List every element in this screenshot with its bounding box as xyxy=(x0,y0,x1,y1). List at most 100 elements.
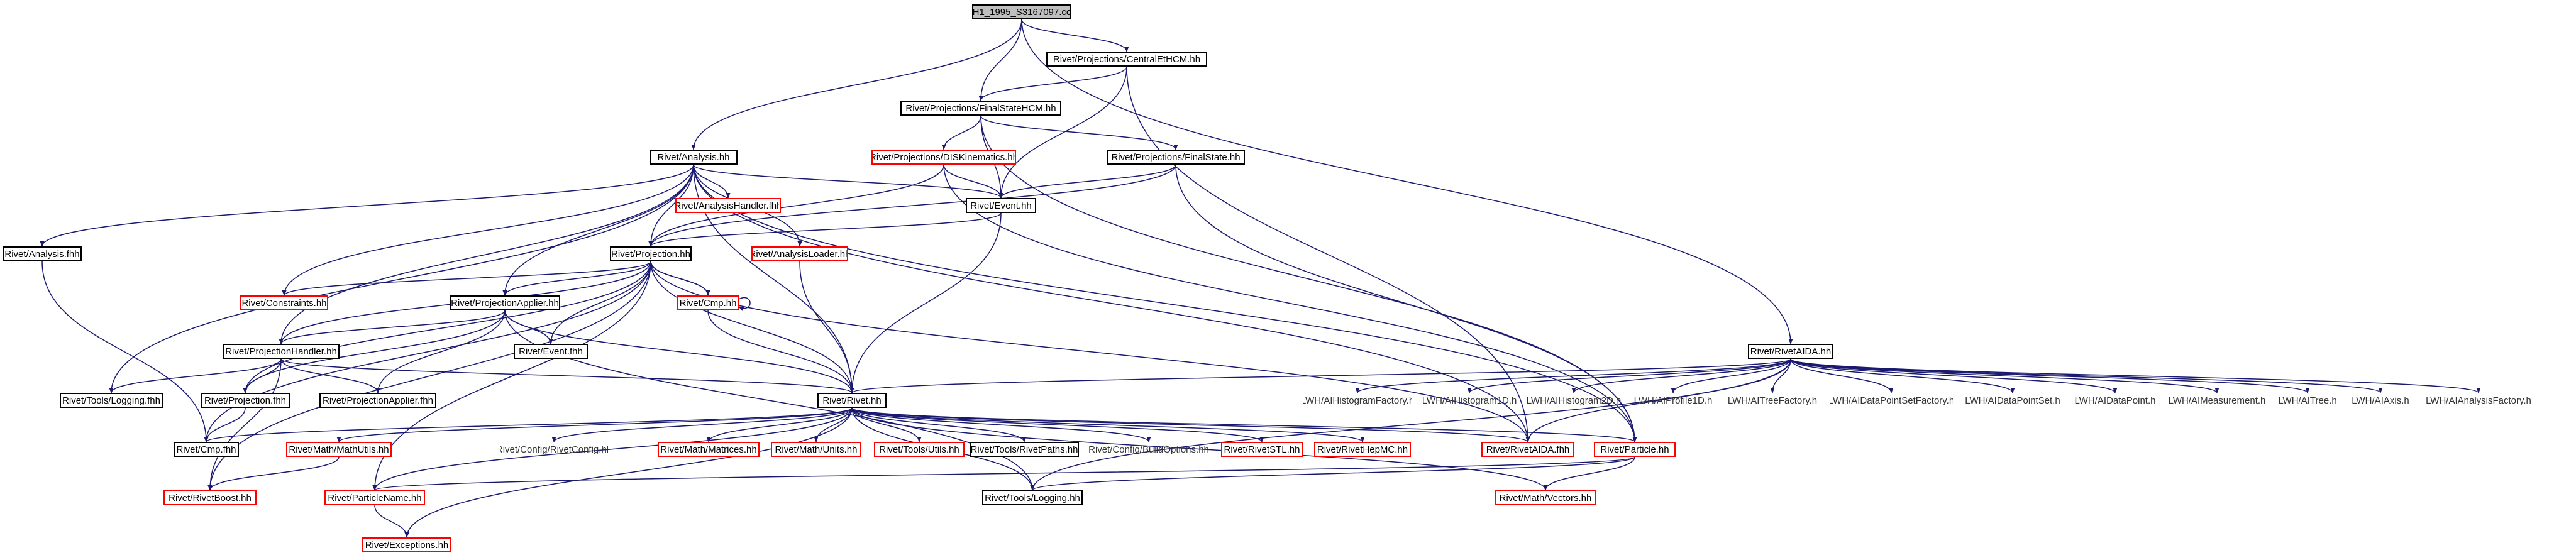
event-fhh-node[interactable]: Rivet/Event.fhh xyxy=(514,344,588,359)
tools-utils-node[interactable]: Rivet/Tools/Utils.hh xyxy=(874,442,965,457)
projection-handler-node[interactable]: Rivet/ProjectionHandler.hh xyxy=(223,344,340,359)
lwh-histogram-factory-node[interactable]: LWH/AIHistogramFactory.h xyxy=(1303,395,1412,406)
config-rivet-node[interactable]: Rivet/Config/RivetConfig.hh xyxy=(500,444,608,455)
final-state-hcm-node[interactable]: Rivet/Projections/FinalStateHCM.hh xyxy=(900,101,1061,116)
lwh-histogram1d-node[interactable]: LWH/AIHistogram1D.h xyxy=(1422,395,1517,406)
edge-rivet_hh-to-tools_paths xyxy=(851,407,1027,442)
dis-kinematics-node[interactable]: Rivet/Projections/DISKinematics.hh xyxy=(871,150,1016,165)
dependency-edges xyxy=(40,19,2481,538)
edge-rivet_aida_hh-to-rivet_hh xyxy=(849,358,1791,393)
edge-projection_handler-to-tools_logging_fhh xyxy=(109,358,282,393)
lwh-datapointset-node[interactable]: LWH/AIDataPointSet.h xyxy=(1965,395,2060,406)
projection-applier-fhh-node[interactable]: Rivet/ProjectionApplier.fhh xyxy=(319,393,436,408)
edge-analysis_hh-to-analysis_handler_fhh xyxy=(693,164,731,199)
root-source-file-node[interactable]: H1_1995_S3167097.cc xyxy=(972,4,1071,19)
edge-projection_hh-to-projection_fhh xyxy=(243,261,651,393)
edge-projection_handler-to-rivet_hh xyxy=(280,358,854,393)
lwh-datapoint-node[interactable]: LWH/AIDataPoint.h xyxy=(2074,395,2156,406)
tools-rivet-paths-node[interactable]: Rivet/Tools/RivetPaths.hh xyxy=(970,442,1079,457)
math-utils-node[interactable]: Rivet/Math/MathUtils.hh xyxy=(286,442,392,457)
edge-projection_handler-to-projection_applier_fhh xyxy=(280,358,380,393)
edge-rivet_hh-to-math_vectors xyxy=(851,407,1548,491)
edge-analysis_hh-to-rivet_aida_fhh xyxy=(693,164,1530,442)
edge-root-to-rivet_aida_hh xyxy=(1021,19,1793,344)
lwh-tree-factory-node[interactable]: LWH/AITreeFactory.h xyxy=(1727,395,1818,406)
edge-projection_hh-to-event_fhh xyxy=(548,261,651,344)
edge-analysis_hh-to-event_hh xyxy=(693,164,1003,199)
math-units-node[interactable]: Rivet/Math/Units.hh xyxy=(771,442,861,457)
edge-projection_applier_hh-to-projection_handler xyxy=(279,310,506,344)
rivet-boost-node[interactable]: Rivet/RivetBoost.hh xyxy=(163,490,257,505)
edge-dis_kinematics-to-event_hh xyxy=(943,164,1003,199)
edge-rivet_hh-to-cmp_fhh xyxy=(204,407,853,442)
edge-root-to-central_et_hcm xyxy=(1021,19,1129,52)
rivet-aida-fhh-node[interactable]: Rivet/RivetAIDA.fhh xyxy=(1481,442,1574,457)
constraints-node[interactable]: Rivet/Constraints.hh xyxy=(240,295,328,310)
tools-logging-fhh-node[interactable]: Rivet/Tools/Logging.fhh xyxy=(60,393,163,408)
lwh-measurement-node[interactable]: LWH/AIMeasurement.h xyxy=(2168,395,2266,406)
edge-final_state_hcm-to-dis_kinematics xyxy=(941,115,981,150)
tools-logging-hh-node[interactable]: Rivet/Tools/Logging.hh xyxy=(982,490,1083,505)
math-vectors-node[interactable]: Rivet/Math/Vectors.hh xyxy=(1495,490,1596,505)
analysis-hh-node[interactable]: Rivet/Analysis.hh xyxy=(650,150,738,165)
projection-hh-node[interactable]: Rivet/Projection.hh xyxy=(610,246,692,261)
lwh-datapointset-factory-node[interactable]: LWH/AIDataPointSetFactory.h xyxy=(1830,395,1953,406)
event-hh-node[interactable]: Rivet/Event.hh xyxy=(966,198,1036,213)
edge-rivet_aida_hh-to-lwh_axis xyxy=(1790,358,2383,393)
edge-analysis_hh-to-particle_hh xyxy=(693,164,1637,442)
edge-math_utils-to-rivet_boost xyxy=(207,456,340,491)
edge-root-to-final_state_hcm xyxy=(978,19,1022,101)
analysis-fhh-node[interactable]: Rivet/Analysis.fhh xyxy=(3,246,82,261)
lwh-analysis-factory-node[interactable]: LWH/AIAnalysisFactory.h xyxy=(2426,395,2531,406)
edge-projection_hh-to-projection_applier_hh xyxy=(502,261,651,296)
cmp-hh-node[interactable]: Rivet/Cmp.hh xyxy=(677,295,739,310)
edge-rivet_hh-to-math_utils xyxy=(336,407,853,442)
edge-rivet_hh-to-rivet_stl xyxy=(851,407,1264,442)
exceptions-node[interactable]: Rivet/Exceptions.hh xyxy=(362,537,451,552)
rivet-hh-node[interactable]: Rivet/Rivet.hh xyxy=(817,393,887,408)
analysis-loader-node[interactable]: Rivet/AnalysisLoader.hh xyxy=(751,246,848,261)
rivet-aida-hh-node[interactable]: Rivet/RivetAIDA.hh xyxy=(1748,344,1833,359)
edge-rivet_hh-to-exceptions xyxy=(404,407,853,538)
edge-rivet_aida_hh-to-lwh_tree xyxy=(1790,358,2310,393)
edge-rivet_aida_hh-to-lwh_tree_factory xyxy=(1770,358,1791,393)
edge-cmp_hh-to-rivet_hh xyxy=(707,310,854,393)
rivet-stl-node[interactable]: Rivet/RivetSTL.hh xyxy=(1221,442,1303,457)
projection-applier-hh-node[interactable]: Rivet/ProjectionApplier.hh xyxy=(450,295,560,310)
config-build-options-node[interactable]: Rivet/Config/BuildOptions.hh xyxy=(1089,444,1208,455)
lwh-profile1d-node[interactable]: LWH/AIProfile1D.h xyxy=(1633,395,1713,406)
central-et-hcm-node[interactable]: Rivet/Projections/CentralEtHCM.hh xyxy=(1046,52,1207,67)
edge-rivet_hh-to-particle_name xyxy=(372,407,853,491)
analysis-handler-fhh-node[interactable]: Rivet/AnalysisHandler.fhh xyxy=(675,198,781,213)
edge-final_state_hcm-to-final_state xyxy=(980,115,1178,150)
edge-rivet_hh-to-rivet_aida_fhh xyxy=(851,407,1530,442)
edge-rivet_aida_hh-to-lwh_histogram_factory xyxy=(1355,358,1791,393)
lwh-axis-node[interactable]: LWH/AIAxis.h xyxy=(2352,395,2409,406)
edge-central_et_hcm-to-final_state_hcm xyxy=(978,66,1127,101)
particle-name-node[interactable]: Rivet/ParticleName.hh xyxy=(324,490,425,505)
edge-event_hh-to-projection_hh xyxy=(648,212,1002,247)
edge-dis_kinematics-to-projection_hh xyxy=(648,164,944,247)
edge-projection_applier_hh-to-rivet_hh xyxy=(504,310,854,393)
math-matrices-node[interactable]: Rivet/Math/Matrices.hh xyxy=(658,442,760,457)
final-state-node[interactable]: Rivet/Projections/FinalState.hh xyxy=(1107,150,1245,165)
edge-analysis_hh-to-tools_logging_fhh xyxy=(109,164,694,393)
edge-projection_hh-to-rivet_hh xyxy=(650,261,854,393)
edge-rivet_aida_hh-to-lwh_dps xyxy=(1790,358,2015,393)
edge-cmp_hh-to-projection_hh xyxy=(648,261,709,296)
rivet-hepmc-node[interactable]: Rivet/RivetHepMC.hh xyxy=(1314,442,1411,457)
particle-hh-node[interactable]: Rivet/Particle.hh xyxy=(1594,442,1676,457)
edge-particle_name-to-exceptions xyxy=(374,505,409,538)
projection-fhh-node[interactable]: Rivet/Projection.fhh xyxy=(201,393,290,408)
cmp-fhh-node[interactable]: Rivet/Cmp.fhh xyxy=(174,442,239,457)
edge-projection_handler-to-projection_fhh xyxy=(243,358,282,393)
lwh-tree-node[interactable]: LWH/AITree.h xyxy=(2278,395,2337,406)
edge-event_hh-to-rivet_hh xyxy=(849,212,1002,393)
edge-particle_hh-to-math_vectors xyxy=(1543,456,1635,491)
edge-projection_applier_hh-to-projection_applier_fhh xyxy=(375,310,506,393)
edge-rivet_hh-to-math_matrices xyxy=(706,407,853,442)
lwh-histogram2d-node[interactable]: LWH/AIHistogram2D.h xyxy=(1527,395,1621,406)
edge-projection_hh-to-rivet_aida_fhh xyxy=(650,261,1530,442)
edge-final_state-to-particle_hh xyxy=(1175,164,1637,442)
